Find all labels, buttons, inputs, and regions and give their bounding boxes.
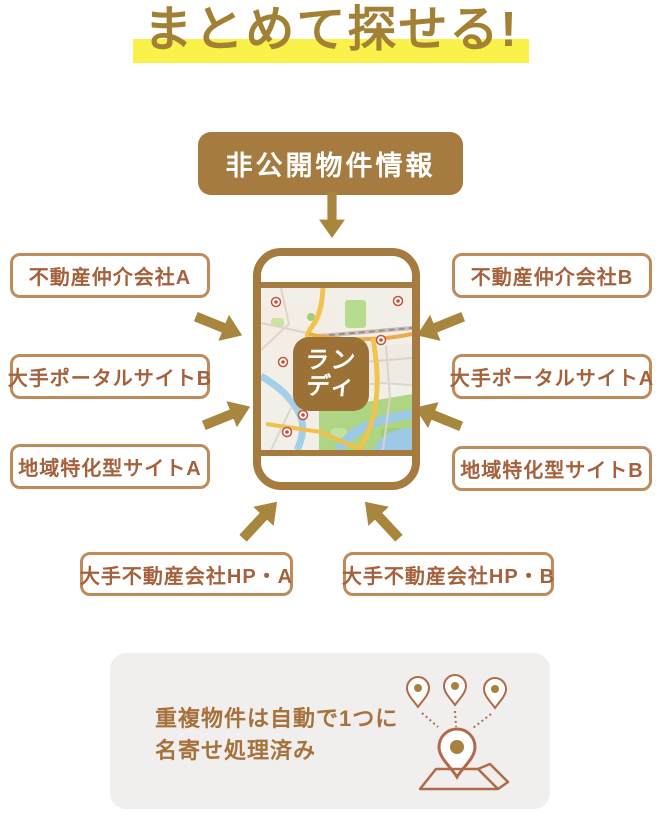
source-box-company-hp-a: 大手不動産会社HP・A [80, 552, 293, 596]
page-title: まとめて探せる! [0, 0, 662, 63]
arrow-right-up-icon [197, 392, 256, 439]
app-logo: ラン ディ [293, 337, 369, 411]
source-box-broker-b: 不動産仲介会社B [452, 253, 652, 298]
source-label: 大手不動産会社HP・A [79, 565, 294, 588]
note-line-1: 重複物件は自動で1つに [155, 706, 399, 731]
app-logo-line2: ディ [304, 373, 358, 400]
arrow-down-icon [317, 192, 347, 238]
source-label: 不動産仲介会社B [470, 267, 634, 289]
source-box-regional-b: 地域特化型サイトB [452, 446, 652, 491]
source-box-regional-a: 地域特化型サイトA [10, 444, 210, 489]
arrow-up-right-icon [232, 491, 288, 548]
source-label: 大手ポータルサイトA [449, 368, 655, 390]
source-box-portal-b: 大手ポータルサイトB [7, 354, 213, 399]
source-label: 大手不動産会社HP・B [341, 565, 556, 588]
source-label: 大手ポータルサイトB [7, 368, 213, 390]
phone-map: ラン ディ [261, 282, 412, 456]
page-title-text: まとめて探せる! [133, 3, 529, 63]
note-panel: 重複物件は自動で1つに 名寄せ処理済み [110, 653, 550, 809]
source-label: 地域特化型サイトA [18, 458, 202, 480]
phone-illustration: ラン ディ [253, 248, 420, 490]
note-text: 重複物件は自動で1つに 名寄せ処理済み [155, 703, 398, 767]
source-box-broker-a: 不動産仲介会社A [10, 253, 210, 298]
map-marker-icon [270, 295, 404, 438]
app-logo-line1: ラン [303, 346, 359, 374]
phone-bezel-top [261, 256, 412, 282]
phone-bezel-bottom [261, 456, 412, 482]
arrow-left-up-icon [408, 393, 467, 440]
source-box-portal-a: 大手ポータルサイトA [449, 354, 655, 399]
source-label: 不動産仲介会社A [28, 267, 192, 289]
top-source-box: 非公開物件情報 [198, 132, 463, 195]
source-box-company-hp-b: 大手不動産会社HP・B [341, 552, 556, 596]
merge-pins-icon [405, 673, 510, 791]
arrow-right-down-icon [189, 302, 248, 349]
arrow-up-left-icon [354, 491, 410, 548]
arrow-left-down-icon [410, 302, 469, 349]
top-source-label: 非公開物件情報 [225, 151, 436, 181]
source-label: 地域特化型サイトB [460, 460, 644, 482]
note-line-2: 名寄せ処理済み [155, 737, 317, 763]
